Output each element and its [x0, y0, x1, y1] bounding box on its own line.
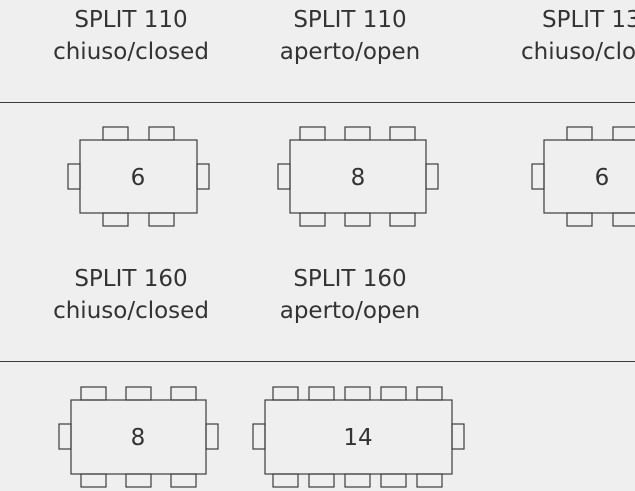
chair-icon [566, 212, 593, 227]
chair-icon [272, 473, 299, 488]
seat-count: 6 [131, 165, 146, 191]
chair-icon [451, 423, 465, 450]
table-split110-closed: 6 [67, 126, 210, 227]
chair-icon [299, 126, 326, 141]
chair-icon [125, 473, 152, 488]
chair-icon [389, 212, 416, 227]
chair-icon [102, 126, 129, 141]
table-top [70, 399, 207, 475]
seat-count: 14 [343, 425, 372, 451]
seat-count: 8 [351, 165, 366, 191]
chair-icon [308, 386, 335, 401]
chair-icon [344, 212, 371, 227]
caption-split130-closed: SPLIT 13 chiuso/clo [521, 4, 635, 68]
chair-icon [344, 126, 371, 141]
caption-state: aperto/open [279, 39, 421, 65]
chair-icon [80, 473, 107, 488]
caption-split110-closed: SPLIT 110 chiuso/closed [31, 4, 231, 68]
chair-icon [344, 386, 371, 401]
chair-icon [380, 473, 407, 488]
chair-icon [299, 212, 326, 227]
chair-icon [125, 386, 152, 401]
chair-icon [205, 423, 219, 450]
caption-model: SPLIT 13 [542, 7, 635, 33]
seat-count: 6 [595, 165, 610, 191]
caption-state: aperto/open [279, 298, 421, 324]
chair-icon [380, 386, 407, 401]
chair-icon [416, 473, 443, 488]
caption-model: SPLIT 160 [74, 266, 188, 292]
caption-state: chiuso/closed [53, 39, 209, 65]
chair-icon [148, 212, 175, 227]
caption-state: chiuso/closed [53, 298, 209, 324]
chair-icon [272, 386, 299, 401]
chair-icon [416, 386, 443, 401]
divider-middle [0, 361, 635, 362]
chair-icon [67, 163, 81, 190]
caption-split160-closed: SPLIT 160 chiuso/closed [31, 263, 231, 327]
chair-icon [277, 163, 291, 190]
table-split130-closed: 6 [531, 126, 635, 227]
chair-icon [170, 386, 197, 401]
caption-model: SPLIT 110 [74, 7, 188, 33]
chair-icon [102, 212, 129, 227]
table-top [264, 399, 453, 475]
table-split160-open: 14 [252, 386, 465, 488]
seat-count: 8 [131, 425, 146, 451]
table-top [543, 139, 635, 214]
chair-icon [80, 386, 107, 401]
chair-icon [531, 163, 545, 190]
chair-icon [148, 126, 175, 141]
chair-icon [58, 423, 72, 450]
chair-icon [196, 163, 210, 190]
chair-icon [344, 473, 371, 488]
chair-icon [308, 473, 335, 488]
caption-state: chiuso/clo [521, 39, 635, 65]
chair-icon [612, 126, 635, 141]
table-top [79, 139, 198, 214]
table-split110-open: 8 [277, 126, 439, 227]
chair-icon [612, 212, 635, 227]
chair-icon [425, 163, 439, 190]
divider-top [0, 102, 635, 103]
caption-split110-open: SPLIT 110 aperto/open [250, 4, 450, 68]
chair-icon [389, 126, 416, 141]
table-split160-closed: 8 [58, 386, 219, 488]
caption-split160-open: SPLIT 160 aperto/open [250, 263, 450, 327]
chair-icon [170, 473, 197, 488]
chair-icon [566, 126, 593, 141]
chair-icon [252, 423, 266, 450]
caption-model: SPLIT 160 [293, 266, 407, 292]
caption-model: SPLIT 110 [293, 7, 407, 33]
table-top [289, 139, 427, 214]
